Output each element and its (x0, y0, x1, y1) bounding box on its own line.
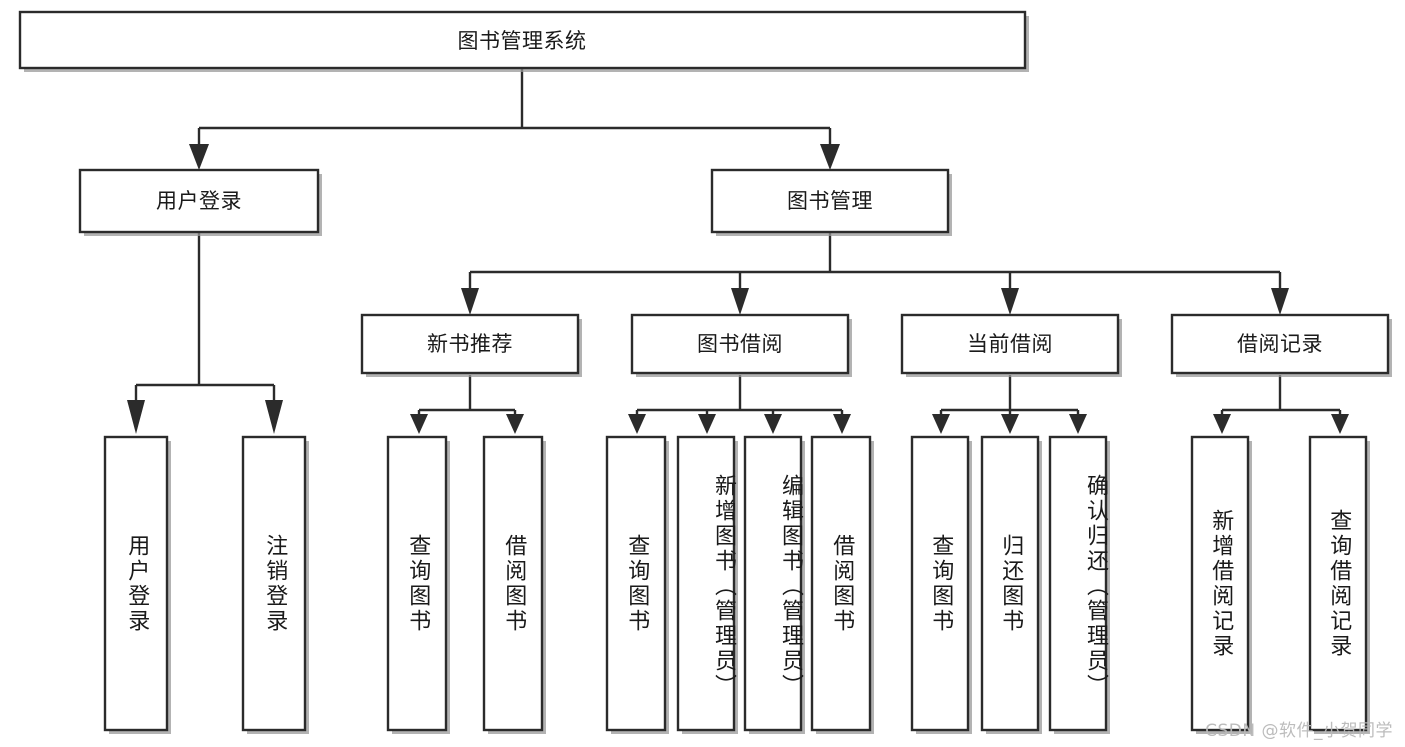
arrowhead-leaf-user-login (127, 400, 145, 434)
node-box-leaf-borrow-borrow[interactable] (810, 435, 872, 732)
node-box-leaf-logout[interactable] (241, 435, 307, 732)
arrowhead-leaf-logout (265, 400, 283, 434)
node-label-root: 图书管理系统 (458, 29, 587, 53)
node-label-user-login: 用户登录 (156, 189, 242, 213)
node-box-leaf-borrow-query[interactable] (605, 435, 667, 732)
node-label-new-book-rec: 新书推荐 (427, 332, 513, 356)
node-box-leaf-borrow-add[interactable] (676, 435, 736, 732)
node-label-current-borrow: 当前借阅 (967, 332, 1053, 356)
arrowhead-book-mgmt (820, 144, 840, 170)
arrowhead-record-leaf-2 (1331, 414, 1349, 434)
arrowhead-newbook-leaf-1 (410, 414, 428, 434)
arrowhead-borrow-leaf-1 (628, 414, 646, 434)
arrowhead-newbook-leaf-2 (506, 414, 524, 434)
node-label-book-borrow: 图书借阅 (697, 332, 783, 356)
node-label-borrow-record: 借阅记录 (1237, 332, 1323, 356)
connector-layer (127, 68, 1349, 434)
arrowhead-new-book-rec (461, 288, 479, 315)
node-box-leaf-current-query[interactable] (910, 435, 970, 732)
arrowhead-current-borrow (1001, 288, 1019, 315)
arrowhead-borrow-record (1271, 288, 1289, 315)
node-box-leaf-newbook-query[interactable] (386, 435, 448, 732)
node-layer: 图书管理系统 用户登录 图书管理 新书推荐 图书借阅 当前借阅 借阅记录 (18, 10, 1392, 734)
node-box-leaf-record-query[interactable] (1308, 435, 1368, 732)
node-box-leaf-newbook-borrow[interactable] (482, 435, 544, 732)
arrowhead-borrow-leaf-2 (698, 414, 716, 434)
arrowhead-current-leaf-2 (1001, 414, 1019, 434)
node-box-user-login[interactable] (78, 168, 320, 234)
arrowhead-borrow-leaf-4 (833, 414, 851, 434)
node-label-book-mgmt: 图书管理 (787, 189, 873, 213)
arrowhead-user-login (189, 144, 209, 170)
node-box-book-mgmt[interactable] (710, 168, 950, 234)
node-box-leaf-borrow-edit[interactable] (743, 435, 803, 732)
arrowhead-record-leaf-1 (1213, 414, 1231, 434)
node-box-leaf-user-login[interactable] (103, 435, 169, 732)
node-box-root[interactable] (18, 10, 1027, 70)
arrowhead-current-leaf-3 (1069, 414, 1087, 434)
node-box-leaf-current-confirm[interactable] (1048, 435, 1108, 732)
node-box-new-book-rec[interactable] (360, 313, 580, 375)
arrowhead-current-leaf-1 (932, 414, 950, 434)
arrowhead-book-borrow (731, 288, 749, 315)
watermark-text: CSDN @软件_小贺同学 (1205, 721, 1393, 741)
arrowhead-borrow-leaf-3 (764, 414, 782, 434)
node-box-borrow-record[interactable] (1170, 313, 1390, 375)
node-box-current-borrow[interactable] (900, 313, 1120, 375)
node-box-leaf-record-add[interactable] (1190, 435, 1250, 732)
node-box-leaf-current-return[interactable] (980, 435, 1040, 732)
node-box-book-borrow[interactable] (630, 313, 850, 375)
